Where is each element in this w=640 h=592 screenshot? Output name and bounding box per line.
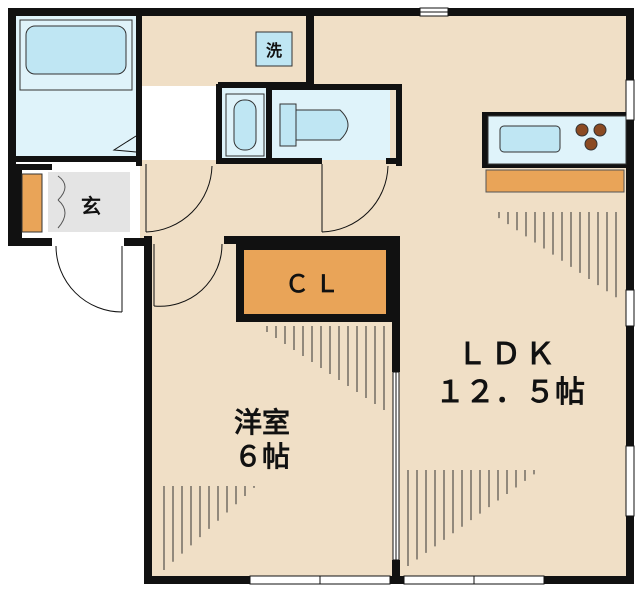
window-right-2	[625, 289, 635, 327]
wall-ldk-partition	[392, 236, 400, 372]
ldk-size: １２．５帖	[435, 375, 585, 410]
wall-corridor-top	[216, 158, 322, 164]
sliding-door-western-ldk	[392, 371, 400, 561]
bathtub	[19, 19, 133, 91]
wall-bath-bottom	[16, 156, 140, 162]
wall-corridor-top-2	[386, 158, 402, 164]
toilet-tank	[279, 103, 297, 147]
washing-machine-space	[255, 31, 293, 67]
wall-top-right	[448, 8, 634, 16]
wall-toilet-right	[396, 84, 402, 166]
wall-top-left	[8, 8, 420, 16]
entrance-label: 玄	[81, 194, 101, 218]
corridor-doors	[145, 164, 389, 307]
shoe-cabinet	[21, 173, 43, 233]
stove-burners	[575, 123, 607, 151]
wall-ldk-partition-low	[392, 560, 400, 580]
ldk-name: ＬＤＫ	[457, 337, 559, 372]
kitchen-sink	[499, 125, 561, 153]
entrance-inner-door	[57, 175, 66, 229]
closet	[244, 250, 386, 314]
washbasin	[225, 93, 265, 157]
wall-western-top-2	[224, 236, 400, 244]
wall-left-upper	[8, 8, 16, 246]
laundry-label: 洗	[266, 41, 282, 60]
wall-western-top-1	[144, 236, 152, 244]
corridor-floor	[140, 160, 315, 240]
floor-hatching	[163, 212, 617, 570]
entrance-floor	[48, 172, 130, 232]
wall-bath-right	[136, 16, 142, 166]
closet-label: ＣＬ	[285, 270, 345, 298]
wall-washbasin-toilet	[266, 88, 272, 164]
window-right-1	[625, 79, 635, 121]
kitchen-cabinet	[485, 169, 625, 193]
kitchen	[482, 112, 627, 193]
bathtub-basin	[25, 25, 127, 75]
wall-entrance-bottom	[8, 238, 52, 246]
wall-entrance-bottom-2	[124, 238, 146, 246]
wall-toilet-top	[266, 84, 402, 90]
western-room-size: ６帖	[234, 440, 290, 473]
wall-entrance-top	[16, 164, 52, 170]
toilet	[279, 103, 349, 147]
wall-washbasin-left	[216, 84, 222, 164]
window-right-3	[625, 445, 635, 517]
wall-laundry-right	[306, 16, 314, 86]
western-room-name: 洋室	[234, 406, 290, 439]
wall-western-left	[144, 238, 152, 584]
front-door	[55, 245, 123, 313]
bathroom-door	[112, 135, 137, 153]
toilet-bowl	[295, 109, 349, 141]
wall-entrance-left-inner	[16, 170, 22, 238]
